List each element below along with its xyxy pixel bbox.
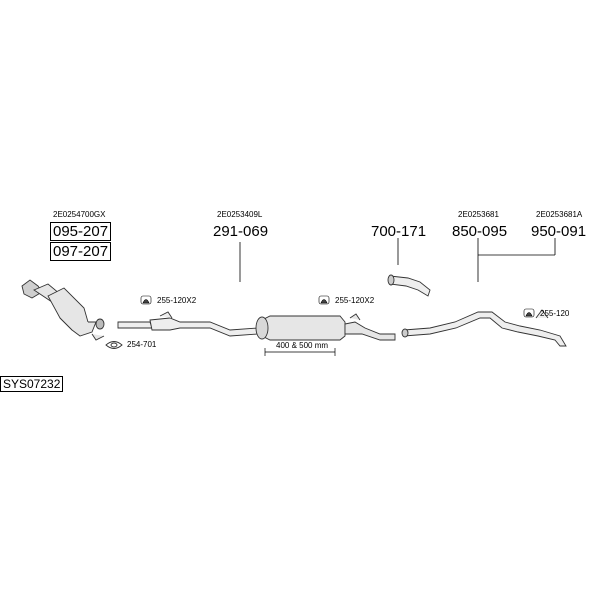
gasket-label[interactable]: 254-701 <box>127 340 157 349</box>
clamp-label-rear[interactable]: 255-120 <box>540 309 570 318</box>
part-number-tail-pipe[interactable]: 700-171 <box>371 223 427 240</box>
clamp-icon-front <box>140 295 152 305</box>
middle-silencer <box>255 313 396 341</box>
clamp-label-front[interactable]: 255-120X2 <box>157 296 197 305</box>
part-number-dpf-b[interactable]: 097-207 <box>50 242 112 261</box>
oem-number-middle: 2E0253409L <box>217 210 263 219</box>
oem-number-front: 2E0254700GX <box>53 210 106 219</box>
part-number-rear-pipe[interactable]: 850-095 <box>452 223 508 240</box>
system-code: SYS07232 <box>0 376 64 392</box>
part-number-rear-pipe-alt[interactable]: 950-091 <box>531 223 587 240</box>
rear-pipe <box>401 309 567 347</box>
part-number-dpf-a[interactable]: 095-207 <box>50 222 112 241</box>
part-number-middle-silencer[interactable]: 291-069 <box>213 223 269 240</box>
oem-number-rear-alt: 2E0253681A <box>536 210 583 219</box>
dimension-line <box>264 348 336 356</box>
clamp-label-middle[interactable]: 255-120X2 <box>335 296 375 305</box>
dimension-label: 400 & 500 mm <box>276 341 329 350</box>
gasket-icon <box>105 341 123 349</box>
clamp-icon-middle <box>318 295 330 305</box>
tail-pipe <box>387 274 431 297</box>
oem-number-rear: 2E0253681 <box>458 210 499 219</box>
clamp-icon-rear <box>523 308 535 318</box>
front-pipe <box>117 311 259 337</box>
dpf-converter <box>21 279 105 341</box>
